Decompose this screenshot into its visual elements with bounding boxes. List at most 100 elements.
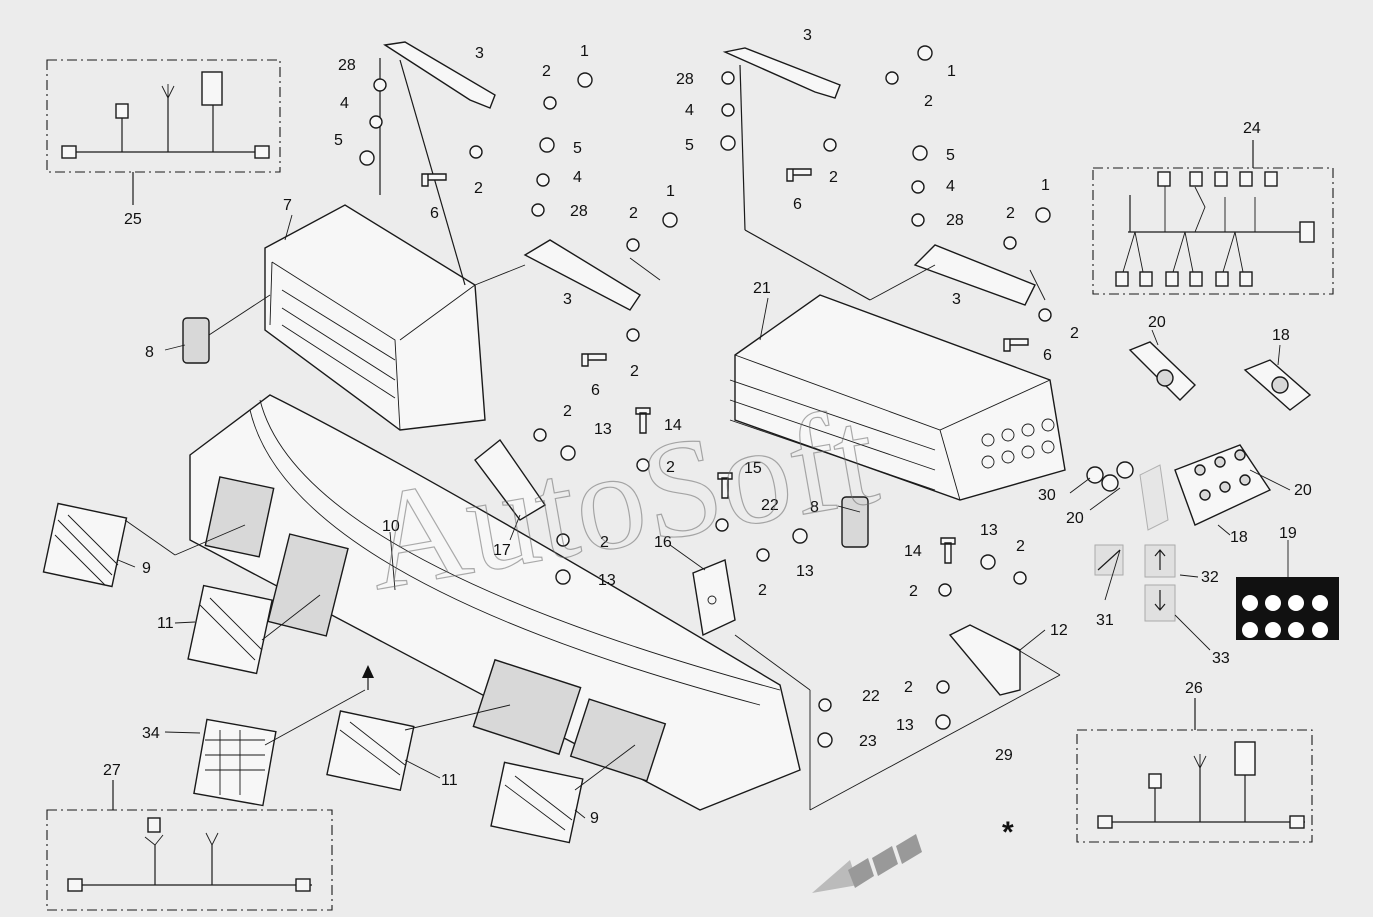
callout-1-mid: 1 bbox=[666, 183, 675, 200]
callout-5-mid: 5 bbox=[573, 140, 582, 157]
callout-4-right: 4 bbox=[685, 102, 694, 119]
callout-2-u: 2 bbox=[909, 583, 918, 600]
callout-29: 29 bbox=[995, 747, 1013, 764]
connectors-30 bbox=[1086, 461, 1134, 492]
callout-6-right-b: 6 bbox=[1043, 347, 1052, 364]
callout-6-left: 6 bbox=[430, 205, 439, 222]
callout-1-top-left: 1 bbox=[580, 43, 589, 60]
callout-33: 33 bbox=[1212, 650, 1230, 667]
callout-28-left: 28 bbox=[338, 57, 356, 74]
bracket-12 bbox=[948, 624, 1021, 696]
callout-13-a: 13 bbox=[594, 421, 612, 438]
callout-9-left: 9 bbox=[142, 560, 151, 577]
callout-20-a: 20 bbox=[1066, 510, 1084, 527]
callout-31: 31 bbox=[1096, 612, 1114, 629]
callout-13-b: 13 bbox=[598, 572, 616, 589]
switch-18-small bbox=[1243, 359, 1312, 411]
callout-2-left-b: 2 bbox=[474, 180, 483, 197]
callout-8-right: 8 bbox=[810, 499, 819, 516]
callout-2-right-c: 2 bbox=[1006, 205, 1015, 222]
sticker-31 bbox=[1094, 544, 1124, 576]
callout-32: 32 bbox=[1201, 569, 1219, 586]
callout-3-right: 3 bbox=[952, 291, 961, 308]
callout-34: 34 bbox=[142, 725, 160, 742]
callout-21: 21 bbox=[753, 280, 771, 297]
callout-30: 30 bbox=[1038, 487, 1056, 504]
callout-5-right: 5 bbox=[685, 137, 694, 154]
callout-13-c: 13 bbox=[796, 563, 814, 580]
callout-19: 19 bbox=[1279, 525, 1297, 542]
bracket-17 bbox=[474, 438, 547, 521]
fuse-block-ghost bbox=[1139, 464, 1169, 531]
callout-9-right: 9 bbox=[590, 810, 599, 827]
callout-15: 15 bbox=[744, 460, 762, 477]
callout-3-top-left: 3 bbox=[475, 45, 484, 62]
callout-18-top: 18 bbox=[1272, 327, 1290, 344]
callout-3-top-right: 3 bbox=[803, 27, 812, 44]
callout-2-t: 2 bbox=[1016, 538, 1025, 555]
asterisk-mark: * bbox=[1002, 816, 1014, 849]
callout-5-left: 5 bbox=[334, 132, 343, 149]
direction-arrow bbox=[812, 834, 922, 893]
switch-panel-19 bbox=[1236, 577, 1339, 640]
harness-25-group bbox=[46, 59, 281, 205]
callout-18-b: 18 bbox=[1230, 529, 1248, 546]
callout-2-q: 2 bbox=[666, 459, 675, 476]
sticker-32 bbox=[1144, 544, 1176, 578]
callout-20-top: 20 bbox=[1148, 314, 1166, 331]
callout-8-left: 8 bbox=[145, 344, 154, 361]
callout-2-right-b: 2 bbox=[829, 169, 838, 186]
callout-14-a: 14 bbox=[664, 417, 682, 434]
bracket-3-mid-right bbox=[913, 244, 1036, 306]
lamp-34 bbox=[193, 718, 277, 807]
callout-13-d: 13 bbox=[980, 522, 998, 539]
callout-2-top-right: 2 bbox=[924, 93, 933, 110]
callout-11-right: 11 bbox=[441, 772, 458, 789]
callout-24: 24 bbox=[1243, 120, 1261, 137]
callout-2-r: 2 bbox=[600, 534, 609, 551]
callout-11-left: 11 bbox=[157, 615, 174, 632]
callout-6-mid: 6 bbox=[591, 382, 600, 399]
callout-4-left: 4 bbox=[340, 95, 349, 112]
callout-2-top-left: 2 bbox=[542, 63, 551, 80]
callout-2-s: 2 bbox=[758, 582, 767, 599]
light-housing-left bbox=[264, 204, 486, 431]
callout-22-a: 22 bbox=[761, 497, 779, 514]
callout-28-mid: 28 bbox=[570, 203, 588, 220]
callout-4-right-b: 4 bbox=[946, 178, 955, 195]
callout-28-right: 28 bbox=[676, 71, 694, 88]
callout-23: 23 bbox=[859, 733, 877, 750]
callout-16: 16 bbox=[654, 534, 672, 551]
side-marker-8-right bbox=[841, 496, 869, 548]
callout-4-mid: 4 bbox=[573, 169, 582, 186]
callout-14-b: 14 bbox=[904, 543, 922, 560]
harness-24-group bbox=[1092, 140, 1334, 295]
callout-2-mid: 2 bbox=[629, 205, 638, 222]
callout-12: 12 bbox=[1050, 622, 1068, 639]
lamp-9-right bbox=[490, 761, 584, 844]
harness-26-group bbox=[1076, 698, 1313, 843]
light-housing-right bbox=[729, 294, 1066, 501]
callout-2-mid-b: 2 bbox=[630, 363, 639, 380]
callout-22-b: 22 bbox=[862, 688, 880, 705]
bolts bbox=[421, 168, 1029, 564]
callout-5-right-b: 5 bbox=[946, 147, 955, 164]
bracket-3-mid-left bbox=[523, 239, 641, 311]
lamp-11-right bbox=[326, 710, 415, 792]
callout-labels: 25 7 8 28 4 5 3 2 1 6 2 5 4 28 2 1 3 6 2… bbox=[103, 27, 1312, 849]
leader-lines bbox=[117, 214, 1291, 819]
sticker-33 bbox=[1144, 584, 1176, 622]
callout-25: 25 bbox=[124, 211, 142, 228]
callout-1-right: 1 bbox=[1041, 177, 1050, 194]
side-marker-8-left bbox=[182, 317, 210, 364]
harness-27-group bbox=[46, 780, 333, 911]
switch-20-small bbox=[1128, 341, 1197, 401]
callout-2-v: 2 bbox=[904, 679, 913, 696]
callout-3-mid: 3 bbox=[563, 291, 572, 308]
callout-26: 26 bbox=[1185, 680, 1203, 697]
callout-2-p: 2 bbox=[563, 403, 572, 420]
callout-2-right-d: 2 bbox=[1070, 325, 1079, 342]
callout-7: 7 bbox=[283, 197, 292, 214]
callout-28-right-b: 28 bbox=[946, 212, 964, 229]
